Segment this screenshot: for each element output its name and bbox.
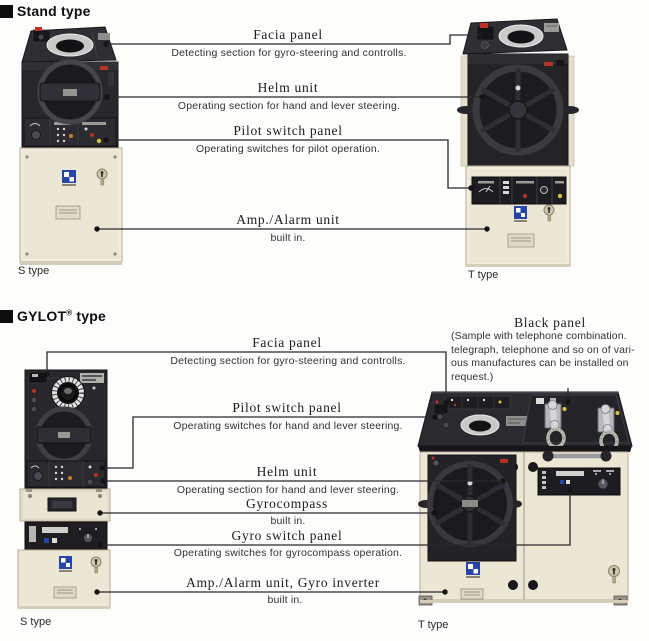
connector-lines — [46, 34, 571, 593]
gylot-helm-title: Helm unit — [256, 464, 318, 479]
stand-s-unit-illustration — [19, 26, 123, 265]
gylot-gyroswitch-desc: Operating switches for gyrocompass opera… — [173, 547, 403, 559]
black-panel-note-line: (Sample with telephone combination. — [451, 330, 627, 342]
gylot-facia-title: Facia panel — [252, 335, 322, 350]
gylot-s-unit-illustration — [17, 369, 111, 609]
maker-logo — [466, 562, 480, 578]
pilot-switch-strip — [471, 176, 567, 205]
gylot-gyrocompass-desc: built in. — [270, 515, 306, 527]
stand-amp-title: Amp./Alarm unit — [236, 212, 340, 227]
stand-amp-desc: built in. — [270, 232, 306, 244]
maker-logo — [59, 556, 72, 572]
black-panel-note-line: ous manufactures can be installed on — [451, 357, 629, 369]
stand-section-header: Stand type — [0, 3, 91, 19]
connector-dots — [44, 32, 573, 595]
maker-logo — [62, 170, 76, 186]
gylot-t-caption: T type — [418, 619, 449, 631]
gylot-amp-title: Amp./Alarm unit, Gyro inverter — [186, 575, 380, 590]
header-square-icon — [0, 309, 13, 323]
stand-facia-title: Facia panel — [253, 27, 323, 42]
gylot-pilot-title: Pilot switch panel — [232, 400, 342, 415]
stand-t-unit-illustration — [457, 18, 579, 267]
gylot-header-suffix: type — [76, 308, 106, 324]
black-panel-note-line: request.) — [451, 370, 494, 383]
black-panel-note-line: telegraph, telephone and so on of vari- — [451, 343, 635, 356]
gylot-gyroswitch-title: Gyro switch panel — [231, 528, 343, 543]
black-panel-note: (Sample with telephone combination. tele… — [451, 330, 647, 384]
registered-mark: ® — [66, 308, 73, 318]
stand-header-text: Stand type — [17, 3, 91, 19]
key-lock — [90, 556, 102, 574]
key-lock — [608, 565, 620, 584]
gylot-amp-desc: built in. — [267, 594, 303, 606]
black-panel-illustration — [522, 394, 630, 452]
gyro-switch-panel-illustration — [537, 467, 621, 496]
gylot-pilot-desc: Operating switches for hand and lever st… — [173, 420, 403, 432]
maker-logo — [514, 206, 527, 222]
stand-helm-desc: Operating section for hand and lever ste… — [177, 100, 401, 112]
gylot-gyrocompass-title: Gyrocompass — [246, 496, 328, 511]
gylot-t-console-illustration — [417, 391, 633, 606]
stand-s-caption: S type — [18, 265, 50, 277]
stand-facia-desc: Detecting section for gyro-steering and … — [171, 47, 407, 59]
stand-pilot-title: Pilot switch panel — [233, 123, 343, 138]
stand-t-caption: T type — [468, 269, 499, 281]
header-square-icon — [0, 4, 13, 18]
gylot-s-caption: S type — [20, 616, 52, 628]
gylot-header-text: GYLOT® — [17, 308, 73, 324]
black-panel-title: Black panel — [514, 315, 586, 330]
gylot-facia-desc: Detecting section for gyro-steering and … — [170, 355, 406, 367]
gylot-helm-desc: Operating section for hand and lever ste… — [176, 484, 400, 496]
key-lock — [96, 168, 108, 186]
stand-helm-title: Helm unit — [257, 80, 319, 95]
key-lock — [543, 204, 555, 222]
gylot-section-header: GYLOT® type — [0, 308, 106, 324]
stand-pilot-desc: Operating switches for pilot operation. — [195, 143, 381, 155]
